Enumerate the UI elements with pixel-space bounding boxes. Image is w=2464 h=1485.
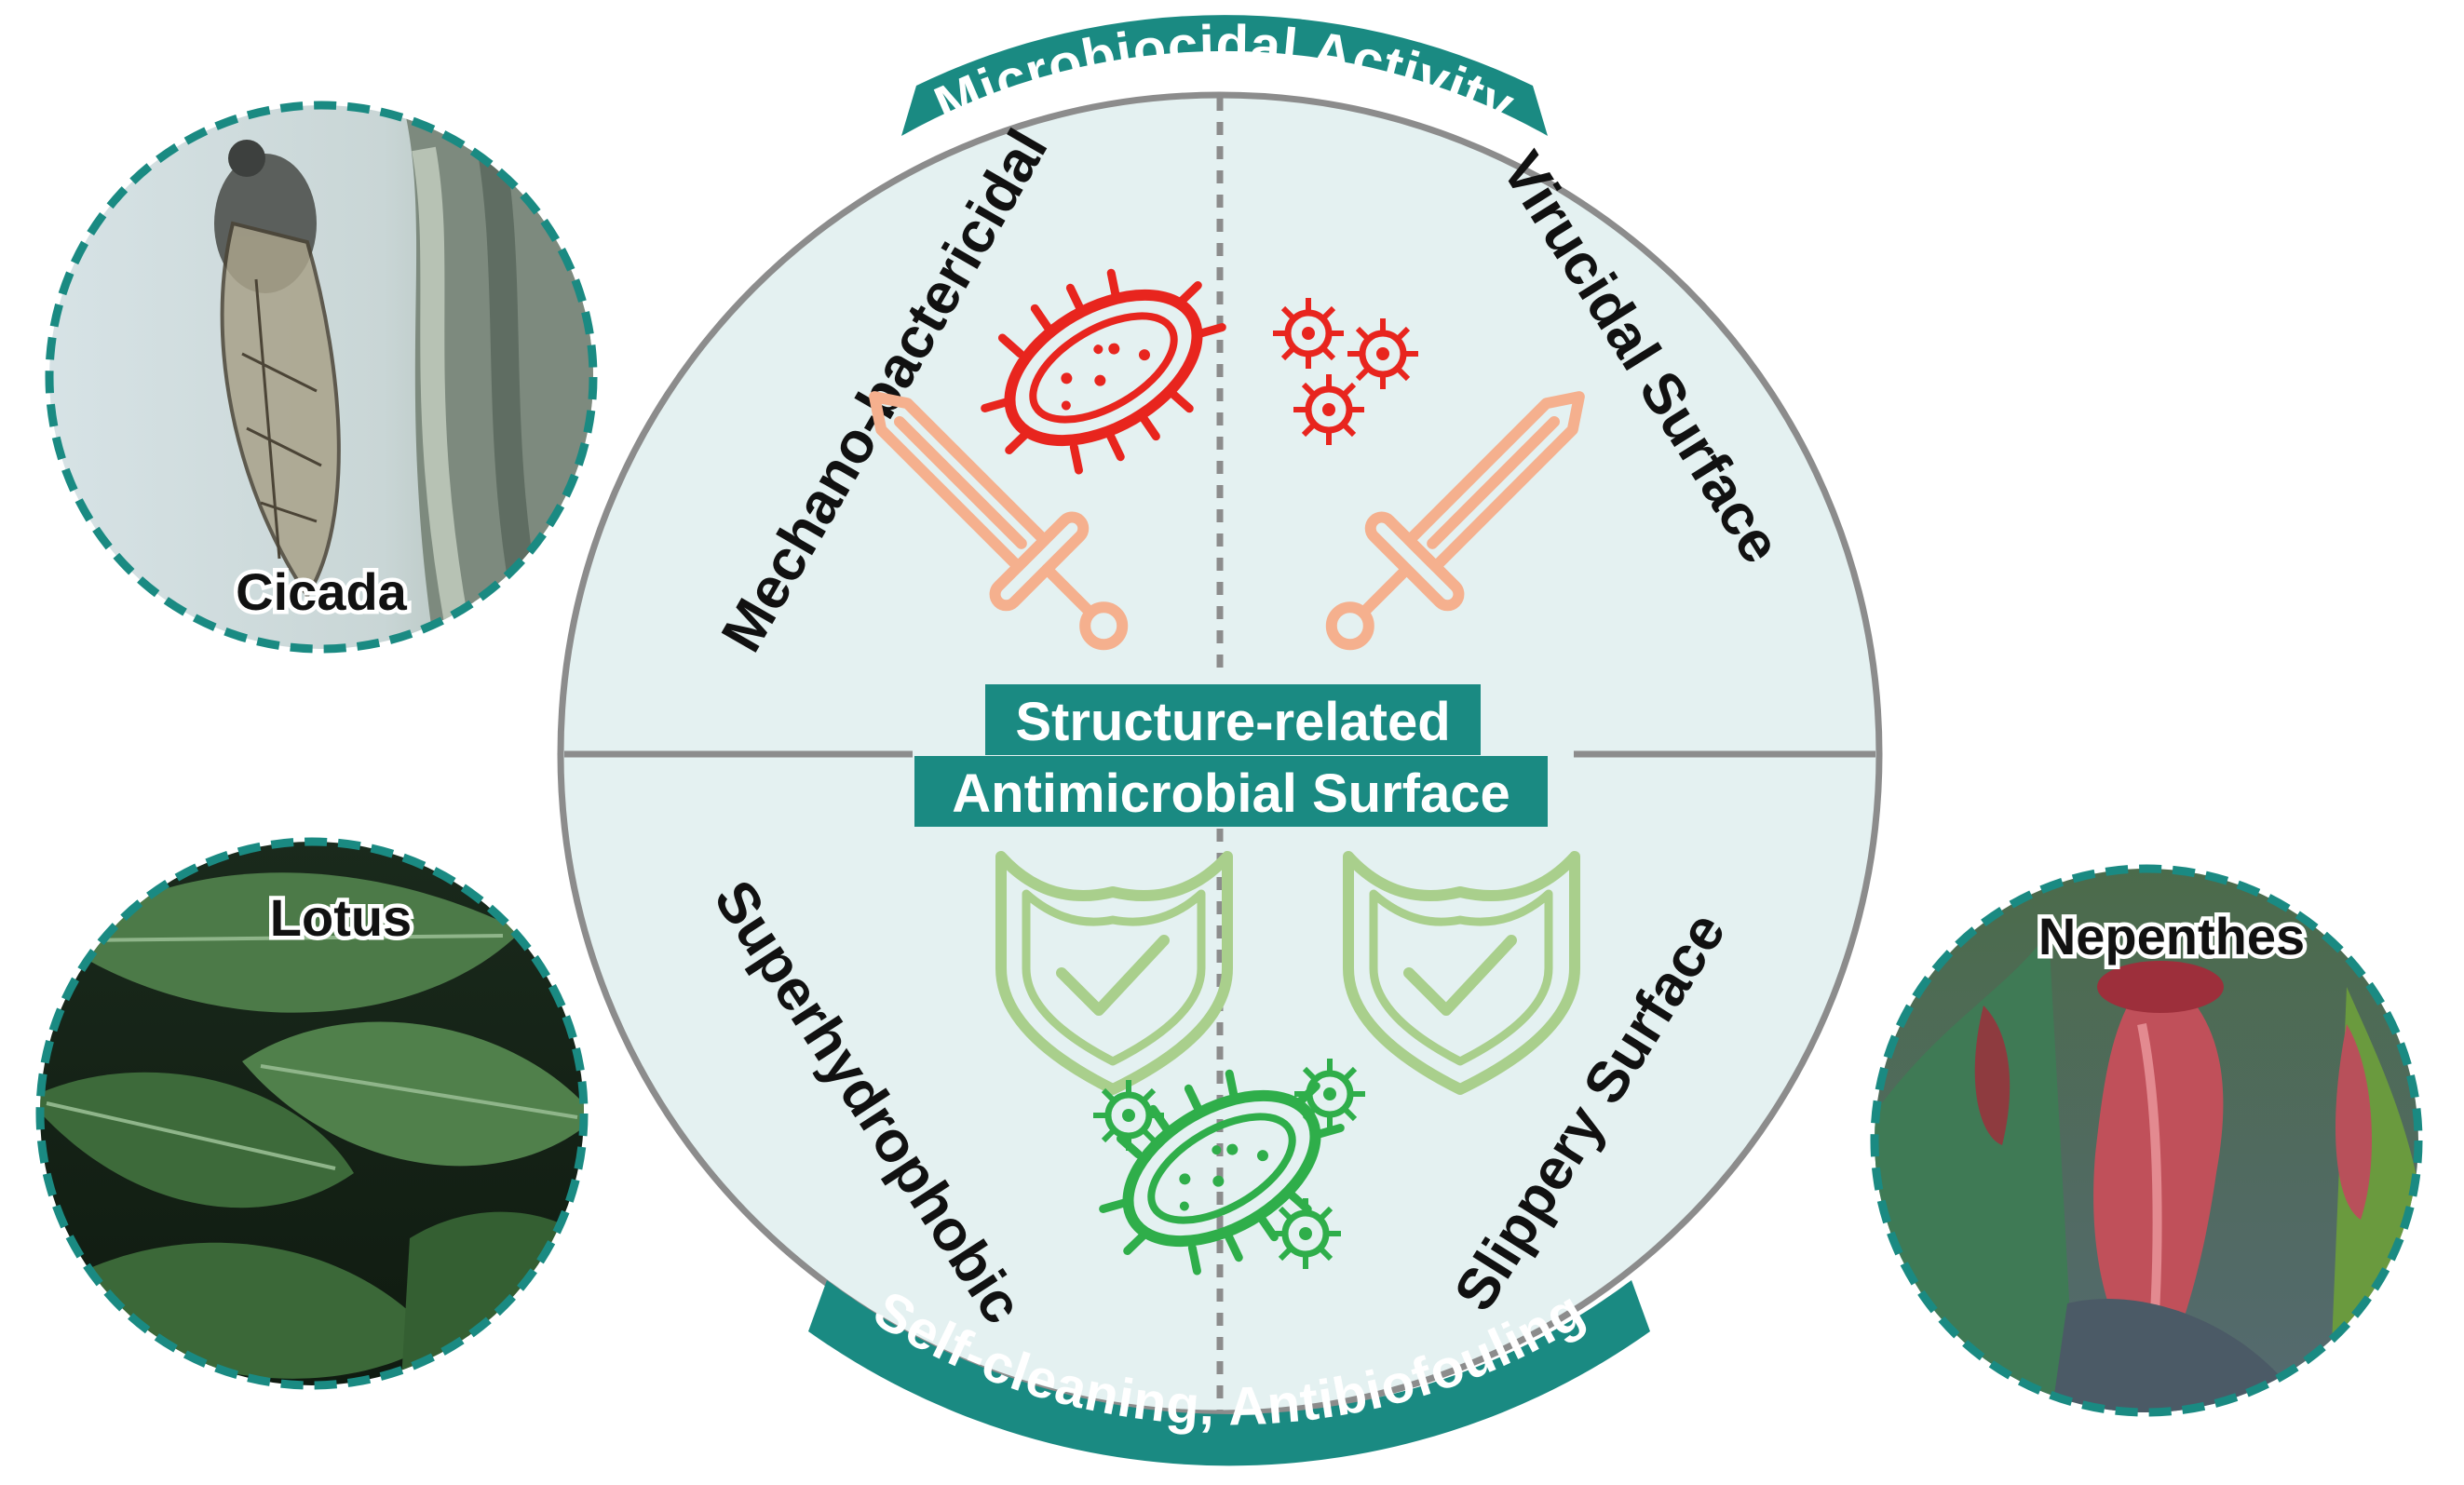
bacterium-icon (981, 268, 1226, 475)
center-title: Structure-related Antimicrobial Surface (914, 684, 1548, 827)
lotus-photo: Lotus (35, 837, 589, 1390)
sword-icon (869, 391, 1129, 651)
lotus-label: Lotus (270, 888, 412, 947)
virus-icon (1093, 1059, 1365, 1269)
center-title-line2: Antimicrobial Surface (952, 763, 1510, 824)
shield-check-icon (995, 851, 1233, 1095)
cicada-label: Cicada (236, 562, 407, 621)
sword-icon (1325, 391, 1585, 651)
shield-check-icon (1343, 851, 1580, 1095)
nepenthes-label: Nepenthes (2038, 907, 2305, 965)
center-title-line1: Structure-related (1015, 692, 1450, 752)
virus-icon (1273, 298, 1418, 445)
cicada-photo: Cicada (45, 101, 598, 654)
nepenthes-photo: Nepenthes (1870, 864, 2423, 1417)
